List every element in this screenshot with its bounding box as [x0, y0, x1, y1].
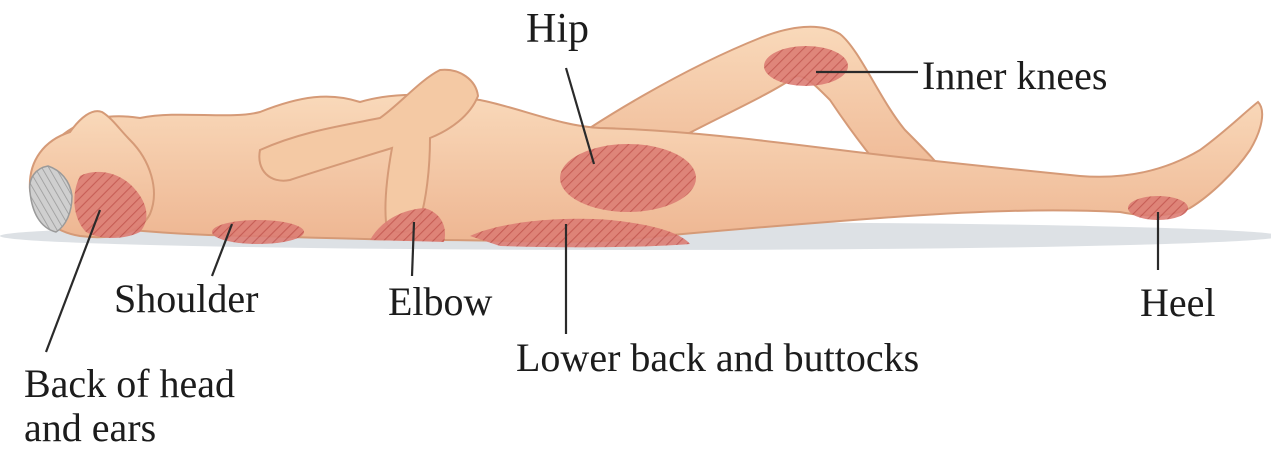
pressure-area-inner-knees: [764, 46, 848, 86]
label-back-of-head-line2: and ears: [24, 406, 235, 450]
pressure-area-hip: [560, 144, 696, 212]
label-back-of-head-and-ears: Back of head and ears: [24, 362, 235, 450]
label-back-of-head-line1: Back of head: [24, 362, 235, 406]
label-hip: Hip: [526, 8, 589, 50]
label-heel: Heel: [1140, 283, 1216, 323]
label-inner-knees: Inner knees: [922, 56, 1107, 96]
label-elbow: Elbow: [388, 282, 492, 322]
label-shoulder: Shoulder: [114, 279, 258, 319]
label-lower-back-and-buttocks: Lower back and buttocks: [516, 338, 919, 378]
